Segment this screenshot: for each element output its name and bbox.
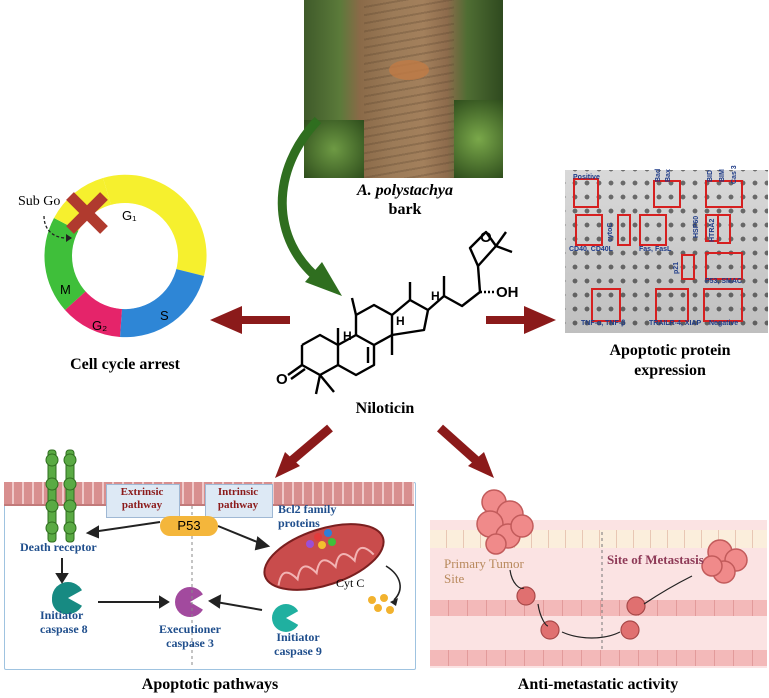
array-label-bax: Bax <box>665 169 672 182</box>
array-label-p53smac: P53, SMAC <box>705 278 742 285</box>
arrow-to-protein-array <box>486 306 556 334</box>
circulating-tumor-cells <box>516 586 646 640</box>
arrow-to-cell-cycle <box>210 306 290 334</box>
intrinsic-label: Intrinsic pathway <box>217 486 259 511</box>
array-label-cas3: Cas 3 <box>731 165 738 184</box>
bark-label: bark <box>388 201 422 218</box>
bcl2-label: Bcl2 family proteins <box>278 502 337 530</box>
death-receptor-label: Death receptor <box>20 540 97 554</box>
initiator9-label: Initiator caspase 9 <box>274 630 322 658</box>
array-label-p21: p21 <box>673 261 680 274</box>
cell-cycle-caption: Cell cycle arrest <box>70 356 180 373</box>
bark-photo <box>304 0 503 178</box>
initiator8-label: Initiator caspase 8 <box>40 608 88 636</box>
array-label-htra2: HTRA2 <box>709 218 716 242</box>
apoptotic-caption: Apoptotic pathways <box>141 676 279 693</box>
intrinsic-box <box>205 484 273 518</box>
array-label-negative: Negative <box>709 320 739 327</box>
primary-tumor-cluster <box>476 489 534 555</box>
protein-caption-line2: expression <box>634 362 706 379</box>
apoptotic-graphics <box>45 449 401 665</box>
array-label-bad: Bad <box>655 168 662 182</box>
niloticin-atoms: O O H H H <box>276 229 492 388</box>
svg-text:H: H <box>396 314 405 328</box>
arrow-to-apoptotic <box>275 424 333 478</box>
svg-text:O: O <box>276 371 288 388</box>
cytochrome-c-icon <box>368 594 394 614</box>
g2-segment <box>65 291 122 337</box>
svg-text:H: H <box>431 289 440 303</box>
mitochondrion-icon <box>263 523 385 591</box>
green-arrow-head <box>305 262 342 296</box>
svg-text:O: O <box>480 229 492 246</box>
compound-name: Niloticin <box>355 400 415 417</box>
array-label-bid: BID <box>707 169 714 182</box>
m-segment <box>44 218 86 310</box>
vessel-wall-bottom <box>430 650 767 666</box>
executioner3-label: Executioner caspase 3 <box>159 622 221 650</box>
svg-text:H: H <box>343 329 352 343</box>
extrinsic-box <box>106 484 180 518</box>
array-label-cd40: CD40, CD40L <box>569 246 613 253</box>
array-label-tnf: TNF-α, TNF-β <box>581 320 626 327</box>
bcl2-protein-icon <box>306 529 336 549</box>
cytc-label: Cyt C <box>336 576 365 590</box>
primary-tumor-label: Primary Tumor Site <box>444 556 524 586</box>
g1-label: G₁ <box>122 208 137 223</box>
array-label-fas: Fas, FasL <box>639 246 672 253</box>
death-receptor-icon <box>45 449 77 543</box>
niloticin-structure <box>287 230 513 395</box>
metastasis-graphics <box>476 489 748 650</box>
green-curved-arrow <box>277 116 323 284</box>
s-segment <box>120 269 204 338</box>
arrow-to-metastasis <box>436 424 494 478</box>
metastatic-tumor-cluster <box>701 539 748 584</box>
hydroxyl-label: OH <box>496 284 519 301</box>
g1-segment <box>103 174 207 276</box>
sub-go-label: Sub Go <box>18 194 61 209</box>
array-label-trail: TRAILR-4, XIAP <box>649 320 702 327</box>
cross-mark <box>66 192 108 234</box>
m-label: M <box>60 282 71 297</box>
bark-species-label: A. polystachya <box>357 182 453 199</box>
array-label-positive: Positive <box>573 174 600 181</box>
protein-caption-line1: Apoptotic protein <box>609 342 731 359</box>
array-label-cytoc: cytoC <box>607 222 614 242</box>
g2-label: G₂ <box>92 318 108 333</box>
vessel-wall-top <box>430 600 767 616</box>
p53-badge: P53 <box>160 516 218 536</box>
metastasis-caption: Anti-metastatic activity <box>517 676 679 693</box>
metastasis-site-label: Site of Metastasis <box>607 552 704 567</box>
extrinsic-label: Extrinsic pathway <box>120 486 164 511</box>
protein-array-blot <box>565 170 768 333</box>
sub-go-dashed-arrow <box>43 215 67 239</box>
s-label: S <box>160 308 169 323</box>
array-label-hsp60: HSP60 <box>693 215 700 238</box>
array-label-bim: BIM <box>719 169 726 182</box>
